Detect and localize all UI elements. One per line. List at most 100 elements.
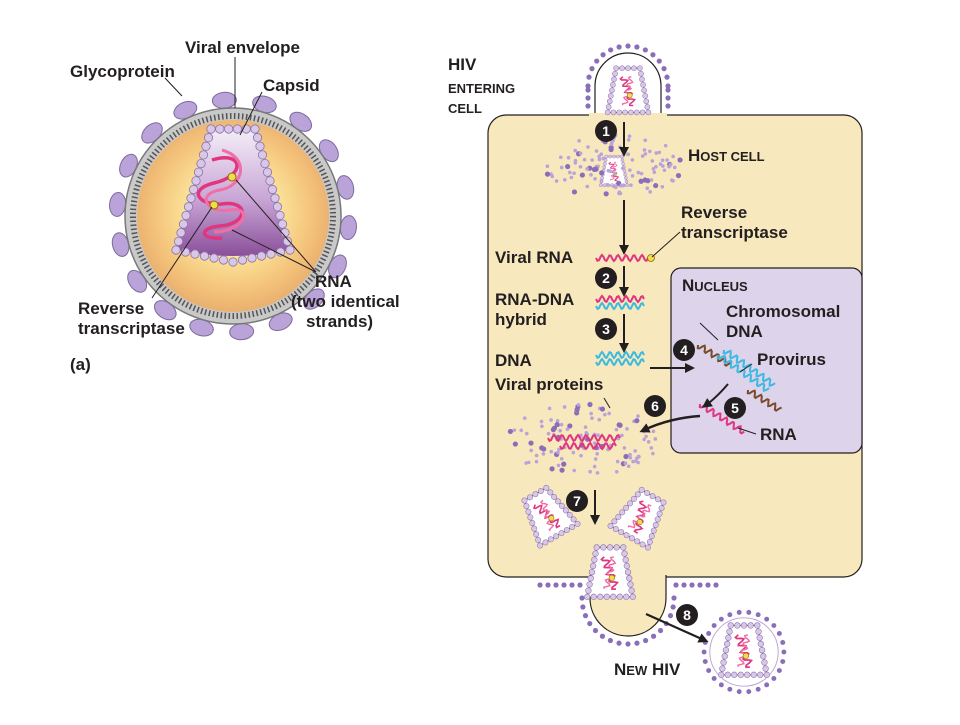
viral-protein-dot [586,145,590,149]
glycoprotein-ring [109,91,357,341]
label-viral-rna: Viral RNA [495,248,574,267]
virion-rna [532,504,561,529]
membrane-dot [569,582,575,588]
label-new-hiv-rest: HIV [647,660,681,679]
capsid-bead [199,251,210,261]
capsid-bead [252,133,263,143]
leader-rna-b [737,427,757,435]
viral-protein-dot [603,412,607,417]
capsid-bead [285,245,295,255]
label-viral-proteins: Viral proteins [495,375,604,394]
viral-protein-dot [660,185,665,189]
virion-capsid-bead [542,539,549,546]
viral-protein-dot [558,155,563,160]
viral-protein-dot [630,158,635,162]
virion-capsid-bead [604,154,609,159]
virion-capsid-bead [625,183,630,188]
uncoating-protein-cloud [544,133,683,197]
virion-capsid-bead [656,510,663,517]
virion-capsid-bead [613,544,620,551]
viral-protein-dot [539,419,544,424]
virion-capsid-bead [555,498,561,505]
viral-protein-dot [594,149,599,153]
viral-protein-dot [578,164,583,169]
membrane-dot [586,74,592,80]
viral-protein-dot [550,174,555,179]
capsid-bead [224,124,234,134]
virion-capsid-bead [592,550,599,557]
virion-capsid-bead [537,542,544,549]
viral-protein-dot [529,448,534,453]
capsid-bead [257,150,268,160]
capsid-bead [265,176,275,186]
leader-viral-proteins [603,397,611,409]
virion-capsid-bead [621,161,625,166]
step-badge-1: 1 [595,120,617,142]
virion-capsid-bead [609,87,615,94]
virion-rna [600,556,619,590]
membrane-dot [664,74,670,80]
step-badge-4: 4 [673,339,695,361]
virion-capsid-bead [634,538,641,545]
leader-rna [235,179,317,273]
viral-protein-dot [559,456,564,461]
capsid-bead [206,124,216,134]
viral-protein-dot [579,453,583,458]
membrane-dot [642,47,648,53]
virion-capsid-bead [624,176,628,180]
virion-capsid-bead [604,109,611,116]
virion-capsid-bead [562,507,569,514]
capsid-bead [209,253,219,263]
label-new-hiv: NEW HIV [614,660,680,680]
virion-rna [603,556,617,589]
viral-protein-dot [599,406,606,412]
label-hybrid: hybrid [495,310,547,329]
virion-capsid-bead [616,154,620,159]
viral-protein-dot [588,469,592,474]
virion-enzyme [742,652,750,659]
label-chromosomal: Chromosomal [726,302,841,321]
virion-capsid-bead [625,65,631,72]
viral-protein-dot [643,152,648,156]
membrane-dot [608,47,614,53]
virion-capsid-bead [590,593,597,600]
virion-icon [604,65,652,116]
virion-envelope-dot [711,675,717,681]
viral-protein-dot [572,468,577,473]
step-badge-7: 7 [566,490,588,512]
viral-protein-dot [628,452,632,457]
virion-capsid-bead [586,581,593,588]
viral-protein-dot [545,164,550,169]
capsid-bead [201,141,211,151]
virion-capsid-bead [639,541,646,548]
viral-protein-dot [558,428,562,433]
virion-capsid-bead [756,634,763,641]
virion-capsid-bead [650,527,657,534]
capsid-bead [218,255,229,265]
virion-capsid-bead [613,65,619,72]
viral-protein-dot [618,191,623,196]
label-nucleus-initial: N [682,276,695,295]
leader-reverse-transcriptase [151,206,213,299]
viral-protein-dot [677,157,683,163]
membrane-dot [585,87,591,93]
virion-capsid-bead [649,493,656,500]
membrane-dot [643,637,649,644]
virion-icons [521,65,787,695]
leader-chromosomal-dna [699,322,719,341]
membrane-dot [585,95,591,101]
virion-capsid-bead [720,659,727,666]
capsid-bead [178,219,189,229]
capsid-bead [173,236,184,246]
viral-protein-dot [599,170,605,176]
viral-protein-dot [597,417,602,422]
viral-protein-dot [657,150,662,155]
viral-protein-dot [661,164,665,168]
virion-capsid-bead [587,575,594,582]
virion-capsid-bead [646,538,653,545]
virion-capsid-bead [750,671,757,678]
membrane-dot [579,595,585,601]
viral-protein-dot [614,427,619,432]
virion-diagram [109,57,357,341]
membrane-dot [665,87,671,93]
